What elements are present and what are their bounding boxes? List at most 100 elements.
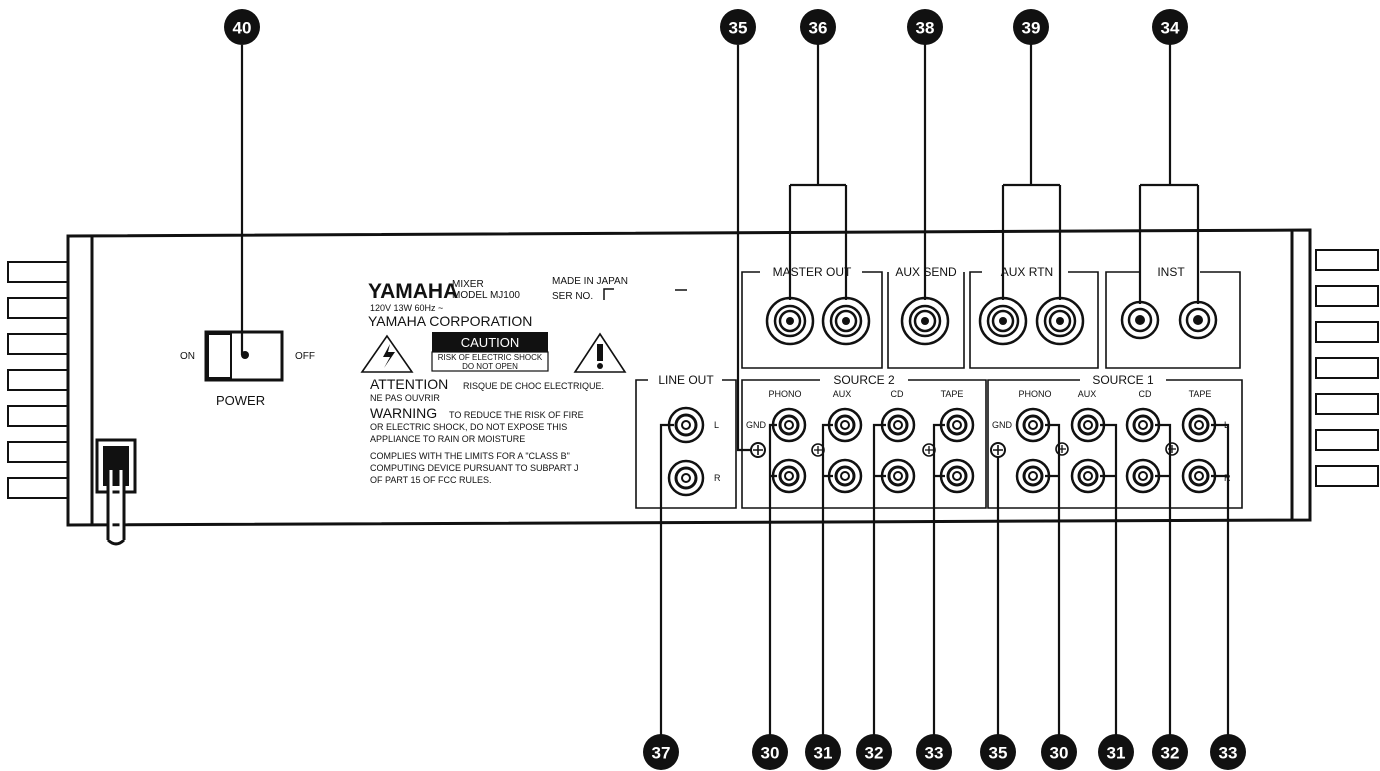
source2-aux-r-jack[interactable]: [827, 458, 863, 494]
attention-rest: RISQUE DE CHOC ELECTRIQUE.: [463, 381, 604, 391]
svg-text:35: 35: [989, 744, 1008, 763]
callout-32-source2: 32: [856, 734, 892, 770]
callout-32-source1: 32: [1152, 734, 1188, 770]
source1-aux-l-jack[interactable]: [1070, 407, 1106, 443]
power-off-label: OFF: [295, 351, 315, 362]
master-out-jack-r[interactable]: [821, 296, 871, 346]
source2-cd-l-jack[interactable]: [880, 407, 916, 443]
line-out-l-jack[interactable]: [667, 406, 705, 444]
source2-phono-l-jack[interactable]: [771, 407, 807, 443]
source1-phono-r-jack[interactable]: [1015, 458, 1051, 494]
source2-phono-label: PHONO: [768, 389, 801, 399]
attention-line2: NE PAS OUVRIR: [370, 393, 440, 403]
source2-gnd-label: GND: [746, 420, 767, 430]
inst-title: INST: [1157, 265, 1185, 279]
aux-rtn-box: [969, 271, 1099, 369]
source1-phono-l-jack[interactable]: [1015, 407, 1051, 443]
source1-title: SOURCE 1: [1092, 373, 1154, 387]
power-title: POWER: [216, 393, 265, 408]
source2-tape-r-jack[interactable]: [939, 458, 975, 494]
mixer-label: MIXER: [452, 279, 484, 290]
aux-rtn-jack-r[interactable]: [1035, 296, 1085, 346]
aux-send-jack[interactable]: [900, 296, 950, 346]
source1-ground-screw[interactable]: [990, 442, 1006, 458]
caution-box: [431, 351, 549, 372]
caution-text: CAUTION: [461, 335, 520, 350]
source2-ground-screw[interactable]: [750, 442, 766, 458]
svg-text:30: 30: [1050, 744, 1069, 763]
source1-divider-screw-1: [1055, 442, 1069, 456]
callout-33-source2: 33: [916, 734, 952, 770]
model-label: MODEL MJ100: [452, 290, 520, 301]
source1-tape-label: TAPE: [1189, 389, 1212, 399]
callout-31-source2: 31: [805, 734, 841, 770]
warning-word: WARNING: [370, 405, 437, 421]
svg-text:33: 33: [1219, 744, 1238, 763]
inst-jack-2[interactable]: [1178, 300, 1218, 340]
ser-no-bracket: [603, 288, 614, 300]
source1-cd-l-jack[interactable]: [1125, 407, 1161, 443]
fcc-line2: COMPUTING DEVICE PURSUANT TO SUBPART J: [370, 463, 579, 473]
callout-36: 36: [800, 9, 836, 45]
source1-phono-label: PHONO: [1018, 389, 1051, 399]
callout-40: 40: [224, 9, 260, 45]
master-out-jack-l[interactable]: [765, 296, 815, 346]
source1-aux-r-jack[interactable]: [1070, 458, 1106, 494]
source1-tape-l-jack[interactable]: [1181, 407, 1217, 443]
line-out-l-label: L: [714, 420, 719, 430]
source1-cd-r-jack[interactable]: [1125, 458, 1161, 494]
source2-box: [741, 379, 987, 509]
warning-rest: TO REDUCE THE RISK OF FIRE: [449, 410, 584, 420]
svg-text:33: 33: [925, 744, 944, 763]
exclamation-warning-icon: [573, 332, 627, 373]
line-out-r-jack[interactable]: [667, 459, 705, 497]
right-heatsink: [1315, 249, 1379, 487]
source1-cd-label: CD: [1139, 389, 1152, 399]
source2-tape-l-jack[interactable]: [939, 407, 975, 443]
svg-text:34: 34: [1161, 19, 1180, 38]
source2-aux-l-jack[interactable]: [827, 407, 863, 443]
source2-cd-label: CD: [891, 389, 904, 399]
fcc-line3: OF PART 15 OF FCC RULES.: [370, 475, 492, 485]
source2-aux-label: AUX: [833, 389, 852, 399]
svg-text:32: 32: [1161, 744, 1180, 763]
aux-send-box: [887, 272, 965, 369]
callout-30-source1: 30: [1041, 734, 1077, 770]
svg-text:40: 40: [233, 19, 252, 38]
svg-text:37: 37: [652, 744, 671, 763]
inst-jack-1[interactable]: [1120, 300, 1160, 340]
risk-line1: RISK OF ELECTRIC SHOCK: [438, 353, 543, 362]
aux-rtn-jack-l[interactable]: [978, 296, 1028, 346]
source1-gnd-label: GND: [992, 420, 1013, 430]
callout-38: 38: [907, 9, 943, 45]
master-out-title: MASTER OUT: [773, 265, 852, 279]
callout-39: 39: [1013, 9, 1049, 45]
callout-31-source1: 31: [1098, 734, 1134, 770]
callout-33-source1: 33: [1210, 734, 1246, 770]
line-out-title: LINE OUT: [658, 373, 714, 387]
source2-phono-r-jack[interactable]: [771, 458, 807, 494]
warning-line3: APPLIANCE TO RAIN OR MOISTURE: [370, 434, 525, 444]
callout-34: 34: [1152, 9, 1188, 45]
power-on-label: ON: [180, 351, 195, 362]
source2-cd-r-jack[interactable]: [880, 458, 916, 494]
svg-text:38: 38: [916, 19, 935, 38]
svg-text:31: 31: [814, 744, 833, 763]
power-switch[interactable]: [204, 330, 284, 382]
callout-37: 37: [643, 734, 679, 770]
source1-aux-label: AUX: [1078, 389, 1097, 399]
master-out-box: [741, 271, 883, 369]
source1-tape-r-jack[interactable]: [1181, 458, 1217, 494]
attention-word: ATTENTION: [370, 376, 448, 392]
brand-logo: YAMAHA: [368, 280, 458, 303]
corporation-label: YAMAHA CORPORATION: [368, 313, 532, 329]
caution-banner: [432, 332, 548, 352]
warning-line2: OR ELECTRIC SHOCK, DO NOT EXPOSE THIS: [370, 422, 567, 432]
rating-label: 120V 13W 60Hz ~: [370, 303, 443, 313]
left-heatsink: [7, 261, 71, 499]
callout-35-bottom: 35: [980, 734, 1016, 770]
line-out-box: [635, 379, 737, 509]
svg-text:30: 30: [761, 744, 780, 763]
inst-box: [1105, 271, 1241, 369]
svg-text:35: 35: [729, 19, 748, 38]
